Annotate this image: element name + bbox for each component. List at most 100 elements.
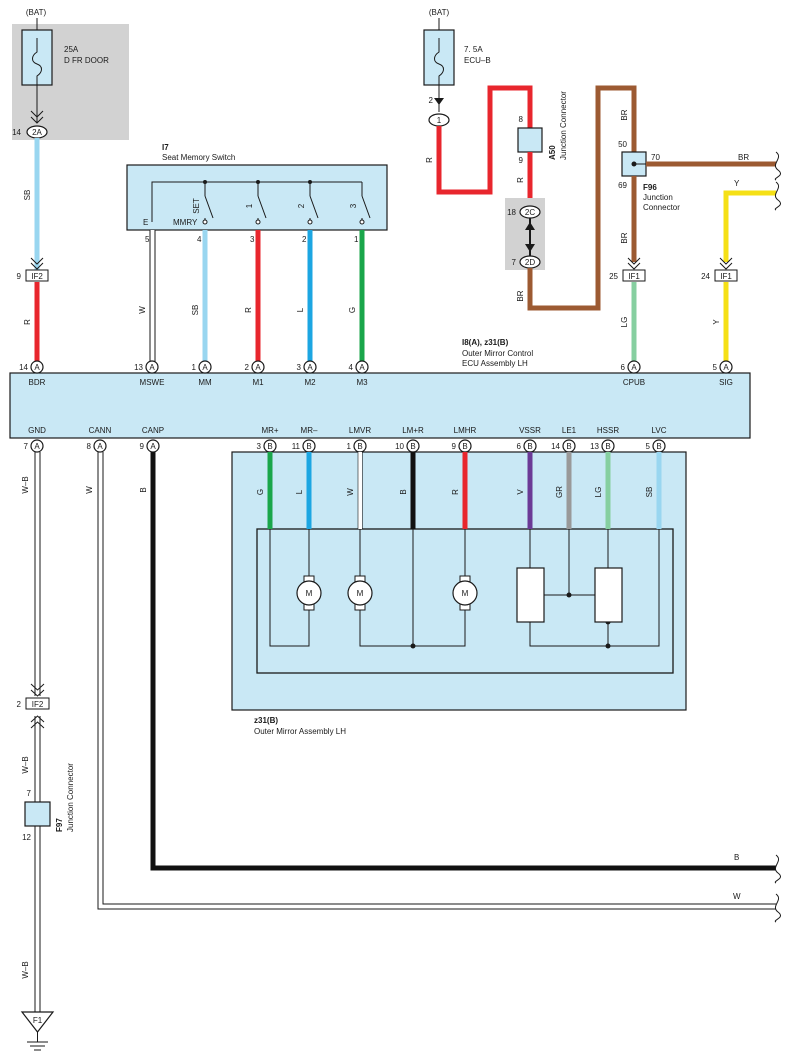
ecu-top-conn-0: A: [34, 363, 40, 372]
junction-f96: 50 70 69 F96 Junction Connector: [618, 140, 680, 212]
a50-name: Junction Connector: [559, 91, 568, 160]
conn-2c-pin: 18: [507, 208, 516, 217]
ecu-top-pin-3: 2: [245, 363, 250, 372]
ecu-bottom-terminals: A7GNDA8CANNA9CANPB3MR+B11MR–B1LMVRB10LM+…: [24, 426, 667, 453]
ecu-bot-name-10: HSSR: [597, 426, 619, 435]
ecu-bot-pin-1: 8: [87, 442, 92, 451]
junction-a50: 8 9 A50 Junction Connector: [517, 91, 568, 165]
fuse-ecu-b: (BAT) 7. 5A ECU–B 1 2: [423, 8, 491, 127]
ecu-top-conn-4: A: [307, 363, 313, 372]
ecu-top-conn-1: A: [149, 363, 155, 372]
wire-label-br-3: BR: [738, 153, 749, 162]
motor-3-label: M: [462, 589, 469, 598]
ecu-top-pin-0: 14: [19, 363, 28, 372]
switch-id: I7: [162, 143, 169, 152]
wire-label-r-3: R: [425, 157, 434, 163]
f97-id: F97: [55, 818, 64, 832]
ecu-bot-pin-9: 14: [551, 442, 560, 451]
f97-pin-bottom: 12: [22, 833, 31, 842]
if1-label-sig: IF1: [720, 272, 732, 281]
fuse1-source: (BAT): [26, 8, 47, 17]
switch-mmry-label: MMRY: [173, 218, 198, 227]
ecu-top-name-7: SIG: [719, 378, 733, 387]
ecu-bot-name-8: VSSR: [519, 426, 541, 435]
ecu-name1: Outer Mirror Control: [462, 349, 533, 358]
contact-1-label: 1: [245, 203, 254, 208]
f96-pin50: 50: [618, 140, 627, 149]
wire-label-b-1: B: [139, 487, 148, 492]
ground-label: F1: [33, 1016, 43, 1025]
seat-memory-switch: I7 Seat Memory Switch SET 1 2 3 MMRY E 5…: [126, 143, 388, 244]
switch-e-label: E: [143, 218, 148, 227]
wire-label-sb-3: SB: [645, 487, 654, 498]
ecu-bot-conn-5: B: [357, 442, 362, 451]
wire-label-br-2: BR: [620, 109, 629, 120]
switch-pin-m1: 3: [250, 235, 255, 244]
ecu-bot-name-6: LM+R: [402, 426, 424, 435]
ecu-bot-conn-4: B: [306, 442, 311, 451]
ecu-bot-name-1: CANN: [89, 426, 112, 435]
wire-label-wb-2: W–B: [21, 756, 30, 773]
connector-2c-2d: 2C 18 2D 7: [505, 198, 545, 270]
wire-label-g-1: G: [348, 307, 357, 313]
fuse-d-fr-door: (BAT) 25A D FR DOOR 2A 14: [12, 8, 129, 140]
wire-label-v: V: [516, 489, 525, 495]
ecu-top-name-5: M3: [356, 378, 368, 387]
wire-label-br-1: BR: [516, 290, 525, 301]
conn-2d-label: 2D: [525, 258, 535, 267]
ecu-bot-name-4: MR–: [301, 426, 318, 435]
if2-pin-top: 9: [17, 272, 22, 281]
fuse-icon-2: [434, 38, 444, 85]
ecu-bot-conn-7: B: [462, 442, 467, 451]
ecu-bot-pin-4: 11: [292, 442, 301, 451]
ecu-top-name-0: BDR: [29, 378, 46, 387]
wire-label-sb-2: SB: [191, 305, 200, 316]
ecu-bot-name-11: LVC: [652, 426, 667, 435]
f96-id: F96: [643, 183, 657, 192]
ecu-top-pin-4: 3: [297, 363, 302, 372]
mirror-id: z31(B): [254, 716, 278, 725]
contact-2-label: 2: [297, 203, 306, 208]
wire-label-lg-1: LG: [620, 317, 629, 328]
ecu-bot-pin-6: 10: [395, 442, 404, 451]
ecu-bot-conn-9: B: [566, 442, 571, 451]
switch-name: Seat Memory Switch: [162, 153, 235, 162]
ecu-bot-name-9: LE1: [562, 426, 577, 435]
ecu-name2: ECU Assembly LH: [462, 359, 528, 368]
a50-id: A50: [548, 145, 557, 160]
ecu-top-pin-2: 1: [192, 363, 197, 372]
connector-arrow-icon: [30, 110, 44, 124]
conn-2d-pin: 7: [512, 258, 517, 267]
mirror-name: Outer Mirror Assembly LH: [254, 727, 346, 736]
ecu-bot-pin-7: 9: [452, 442, 457, 451]
wire-label-l-2: L: [295, 489, 304, 494]
ecu-top-name-2: MM: [198, 378, 212, 387]
wire-label-w-1: W: [138, 306, 147, 314]
fuse2-name: ECU–B: [464, 56, 491, 65]
wire-label-lg-2: LG: [594, 487, 603, 498]
wire-label-r-1: R: [23, 319, 32, 325]
ecu-bot-pin-0: 7: [24, 442, 29, 451]
if2-label-bottom: IF2: [32, 700, 44, 709]
fuse-icon: [32, 38, 42, 85]
fuse1-rating: 25A: [64, 45, 79, 54]
ecu-top-conn-5: A: [359, 363, 365, 372]
wire-label-y-1: Y: [734, 179, 740, 188]
fuse1-name: D FR DOOR: [64, 56, 109, 65]
wire-label-sb-1: SB: [23, 190, 32, 201]
ecu-bot-conn-10: B: [605, 442, 610, 451]
fuse1-conn: 2A: [32, 128, 42, 137]
f96-name1: Junction: [643, 193, 673, 202]
conn-2c-label: 2C: [525, 208, 535, 217]
motor-1-label: M: [306, 589, 313, 598]
